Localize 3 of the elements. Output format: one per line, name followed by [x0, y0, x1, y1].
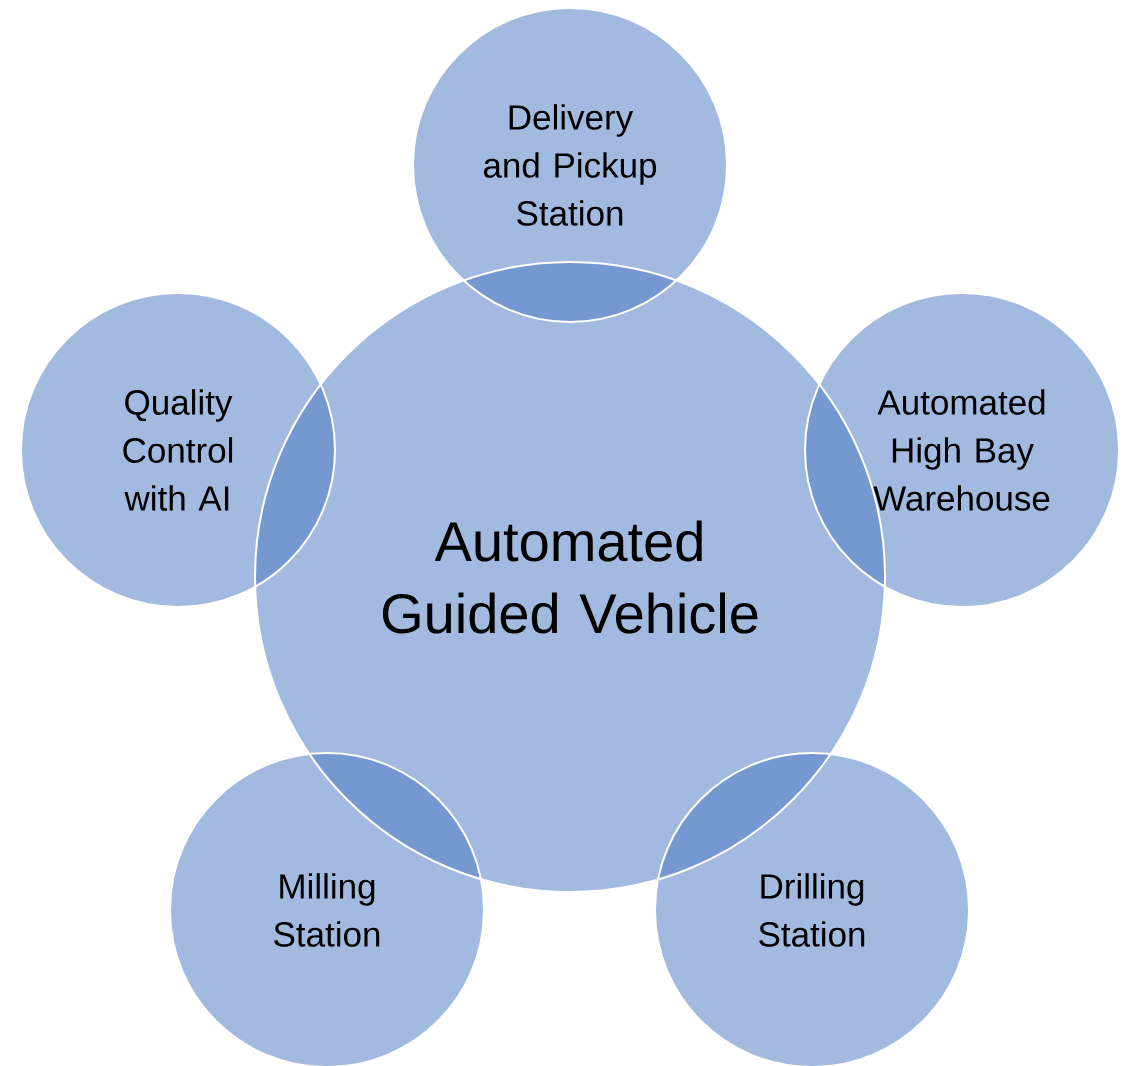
- circle-node: Automated High Bay Warehouse: [804, 292, 1120, 608]
- circle-node: Delivery and Pickup Station: [412, 7, 728, 323]
- circle-node: Quality Control with AI: [20, 292, 336, 608]
